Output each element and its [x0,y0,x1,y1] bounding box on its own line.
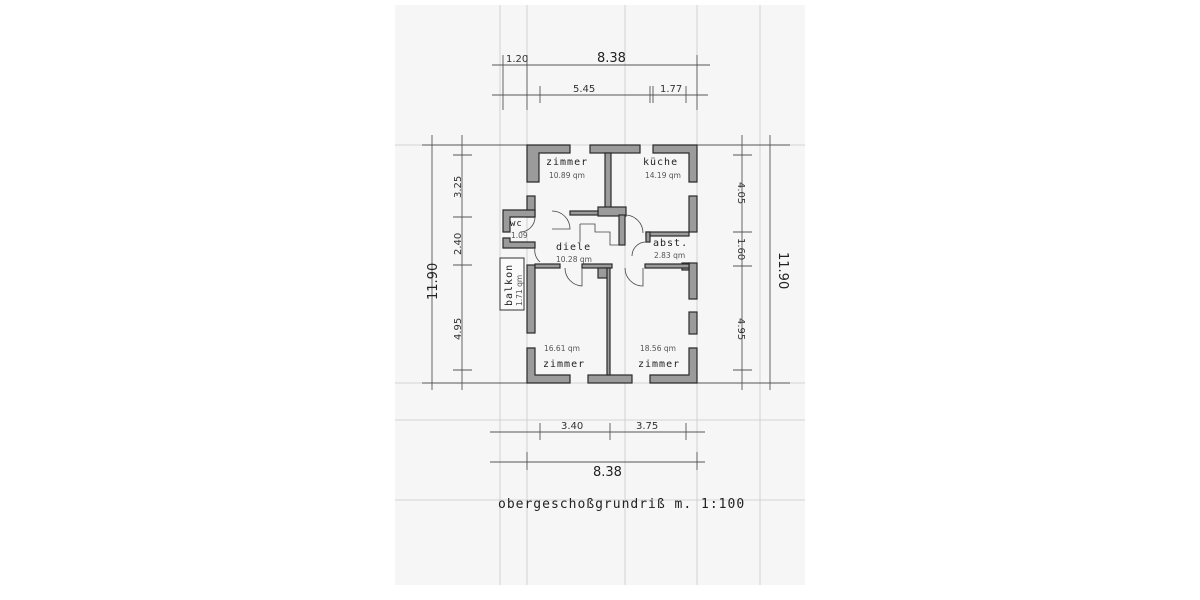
right-dimensions: 11.90 4.05 1.60 4.95 [697,135,790,390]
bottom-dimensions: 3.40 3.75 8.38 [490,421,705,480]
stair [580,223,619,246]
dim-top-balcony: 1.20 [506,54,528,65]
room-area: 1.09 [511,231,528,240]
dim-bottom-left: 3.40 [561,421,583,432]
room-name: diele [556,242,591,253]
room-area: 10.89 qm [549,171,585,180]
room-name: zimmer [546,157,588,168]
room-area: 10.28 qm [556,255,592,264]
top-dimensions: 1.20 8.38 5.45 1.77 [492,51,710,110]
balcony-outline [499,257,525,311]
dim-left-total: 11.90 [426,263,441,300]
dim-top-right: 1.77 [660,84,682,95]
room-area: 16.61 qm [544,344,580,353]
walls [502,144,698,384]
dim-top-total: 8.38 [597,51,626,66]
room-name: balkon [504,264,515,306]
room-labels: zimmer 10.89 qm küche 14.19 qm wc 1.09 d… [504,157,688,370]
dim-left-top: 3.25 [453,176,464,198]
drawing-title: obergeschoßgrundriß m. 1:100 [498,497,745,512]
room-area: 2.83 qm [654,251,685,260]
dim-top-left: 5.45 [573,84,595,95]
dim-left-mid: 2.40 [453,233,464,255]
room-name: wc [510,219,523,229]
room-area: 18.56 qm [640,344,676,353]
dim-right-mid: 1.60 [735,238,746,260]
dim-right-total: 11.90 [775,252,790,289]
paper-sheet [395,5,805,585]
left-dimensions: 11.90 3.25 2.40 4.95 [422,135,527,390]
doors [519,210,647,287]
dim-right-bottom: 4.95 [735,318,746,340]
room-name: küche [643,157,678,168]
room-name: abst. [653,238,688,249]
room-name: zimmer [638,359,680,370]
dim-left-bottom: 4.95 [453,318,464,340]
room-area: 1.71 qm [515,275,524,306]
dim-right-top: 4.05 [735,182,746,204]
dim-bottom-total: 8.38 [593,465,622,480]
room-name: zimmer [543,359,585,370]
dim-bottom-right: 3.75 [636,421,658,432]
room-area: 14.19 qm [645,171,681,180]
